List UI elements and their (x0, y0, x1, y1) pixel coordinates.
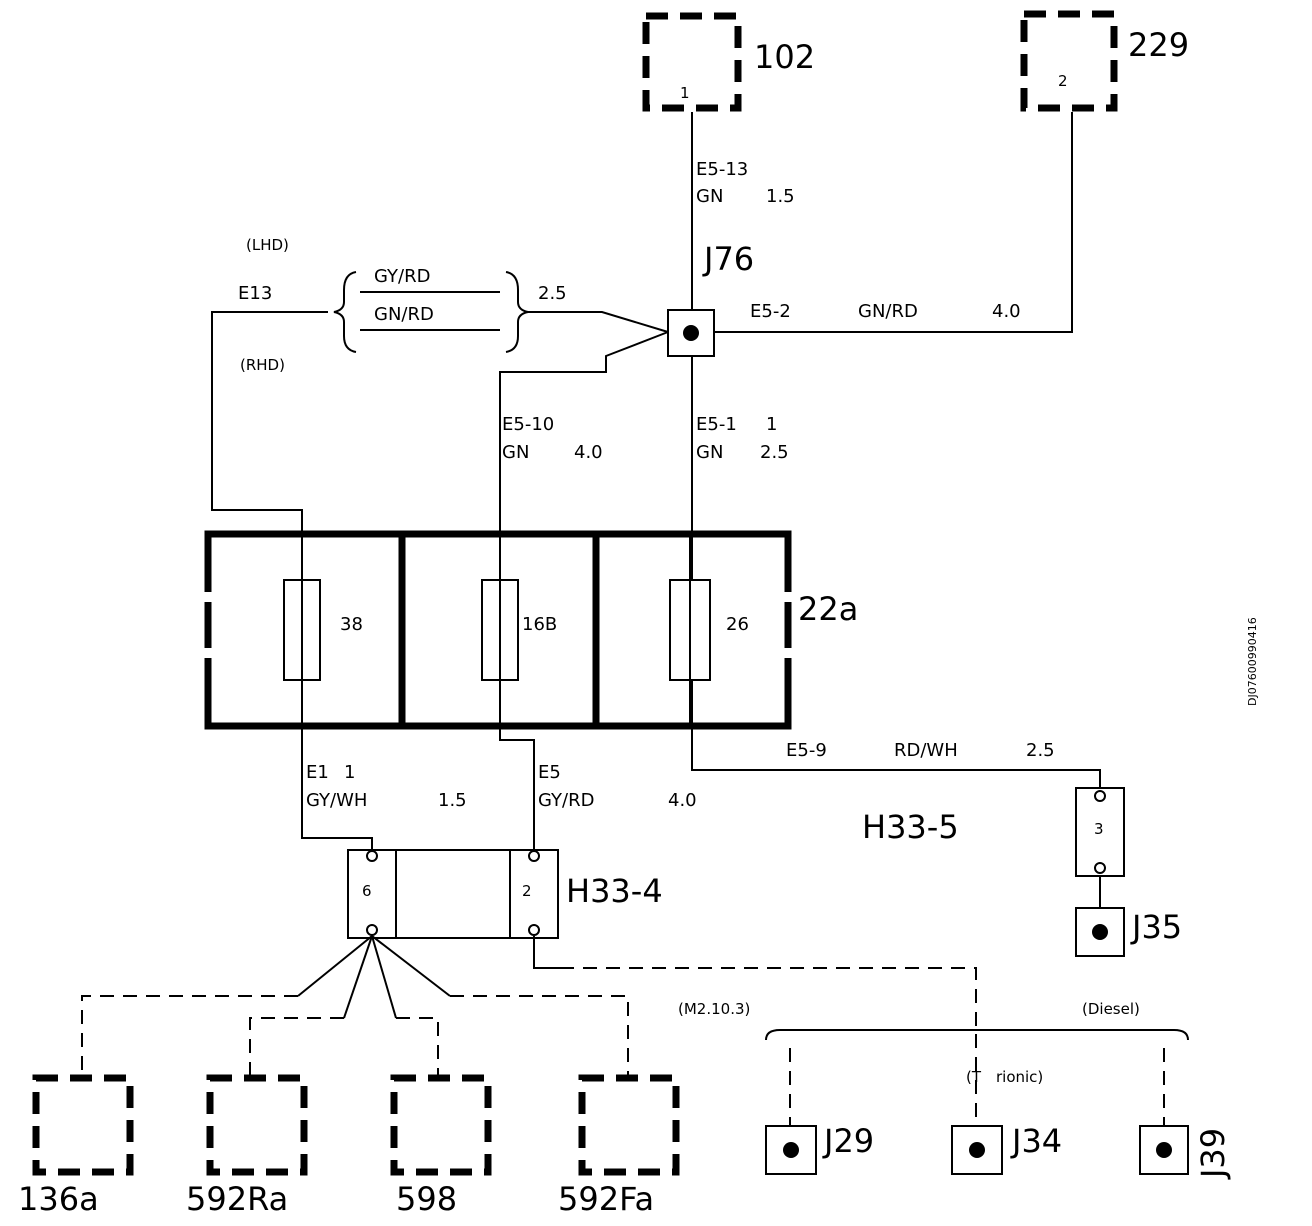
wire-e5-10-color: GN (502, 442, 529, 463)
document-id: DJ07600990416 (1246, 617, 1259, 706)
component-136a-label: 136a (18, 1180, 99, 1218)
component-598: 598 (390, 1074, 492, 1218)
wire-e11-id-suffix: 1 (344, 762, 355, 783)
fusebox-label: 22a (798, 590, 858, 628)
junction-j76-label: J76 (702, 240, 754, 278)
component-102-pin: 1 (680, 84, 690, 102)
connector-h33-5-label: H33-5 (862, 808, 959, 846)
fan-wire-592ra (343, 935, 373, 1019)
connector-h33-4-pin-2: 2 (522, 882, 532, 900)
wire-e5-2 (714, 112, 1073, 333)
connector-h33-4: 6 2 H33-4 (347, 849, 663, 939)
component-592fa-label: 592Fa (558, 1180, 654, 1218)
fuse-26-label: 26 (726, 614, 749, 635)
component-592ra: 592Ra (186, 1074, 308, 1218)
junction-j34-label: J34 (1010, 1122, 1062, 1160)
wire-e11-size: 1.5 (438, 790, 467, 811)
wire-e5-11-size: 2.5 (760, 442, 789, 463)
fan-wire-136a (297, 935, 373, 997)
connector-h33-4-label: H33-4 (566, 872, 663, 910)
fan-wire-592fa (371, 935, 451, 997)
junction-j39: J39 (1139, 1125, 1232, 1180)
wire-e5-2-color: GN/RD (858, 301, 918, 322)
component-229-label: 229 (1128, 26, 1189, 64)
wire-e13-rhd: (RHD) (240, 356, 285, 374)
dash-136a (81, 995, 298, 1078)
fan-wire-598 (371, 935, 397, 1019)
wire-e5-color: GY/RD (538, 790, 594, 811)
wire-h33-4-pin2 (533, 936, 560, 969)
fusebox-22a: 38 16B 26 22a (204, 530, 858, 730)
wire-e11-color: GY/WH (306, 790, 367, 811)
wire-e13-color-b: GN/RD (374, 304, 434, 325)
wire-e5-2-size: 4.0 (992, 301, 1021, 322)
wire-e5-9-id: E5-9 (786, 740, 827, 761)
wire-e5-10-id: E5-10 (502, 414, 554, 435)
component-592ra-label: 592Ra (186, 1180, 288, 1218)
dash-variant-feed (560, 967, 977, 1030)
wire-e5-13-e5-11-e5-9 (691, 112, 1101, 788)
junction-j29: J29 (765, 1122, 874, 1175)
junction-j35-label: J35 (1130, 908, 1182, 946)
junction-j34: J34 (951, 1122, 1062, 1175)
wire-e13-id: E13 (238, 283, 272, 304)
wire-e5-id: E5 (538, 762, 561, 783)
component-136a: 136a (18, 1074, 134, 1218)
fusebox-top-edge (204, 530, 792, 592)
fuse-38-label: 38 (340, 614, 363, 635)
fuse-16b-label: 16B (522, 614, 557, 635)
wire-e5-13-size: 1.5 (766, 186, 795, 207)
wire-e5-2-id: E5-2 (750, 301, 791, 322)
dash-592ra (249, 1017, 344, 1078)
component-592fa: 592Fa (558, 1074, 680, 1218)
wire-e5-size: 4.0 (668, 790, 697, 811)
wire-e13-lhd: (LHD) (246, 236, 289, 254)
wire-e5-13-id: E5-13 (696, 159, 748, 180)
brace-left (333, 271, 357, 353)
wire-e5-10-e5 (499, 331, 669, 852)
variant-m2103: (M2.10.3) (678, 1000, 750, 1018)
wire-e11-id: E1 (306, 762, 329, 783)
wire-e5-11-id-suffix: 1 (766, 414, 777, 435)
fusebox-bottom-edge (204, 658, 792, 730)
component-102-label: 102 (754, 38, 815, 76)
connector-h33-5-pin: 3 (1094, 820, 1104, 838)
variant-trionic: (T (966, 1068, 982, 1086)
wire-e5-11-id: E5-1 (696, 414, 737, 435)
wire-e5-9-size: 2.5 (1026, 740, 1055, 761)
junction-j29-label: J29 (822, 1122, 874, 1160)
component-598-label: 598 (396, 1180, 457, 1218)
wire-e13-e11 (211, 311, 373, 852)
connector-h33-4-pin-6: 6 (362, 882, 372, 900)
wire-e5-13-color: GN (696, 186, 723, 207)
connector-h33-5: 3 H33-5 (862, 787, 1125, 877)
variant-bracket (765, 1029, 1189, 1041)
dash-598 (396, 1017, 439, 1078)
junction-j35: J35 (1075, 907, 1182, 957)
wire-e5-11-color: GN (696, 442, 723, 463)
junction-j76: J76 (667, 240, 754, 357)
variant-trionic-b: rionic) (996, 1068, 1043, 1086)
wire-e13-color-a: GY/RD (374, 266, 430, 287)
wire-e5-9-color: RD/WH (894, 740, 958, 761)
wire-e5-10-size: 4.0 (574, 442, 603, 463)
wire-e13-bundle (528, 311, 669, 333)
component-102: 1 102 (642, 12, 815, 112)
junction-j39-label: J39 (1194, 1128, 1232, 1180)
dash-592fa (450, 995, 629, 1078)
component-229: 2 229 (1020, 10, 1189, 112)
brace-right (505, 271, 529, 353)
variant-diesel: (Diesel) (1082, 1000, 1140, 1018)
wire-e13-size: 2.5 (538, 283, 567, 304)
component-229-pin: 2 (1058, 72, 1068, 90)
